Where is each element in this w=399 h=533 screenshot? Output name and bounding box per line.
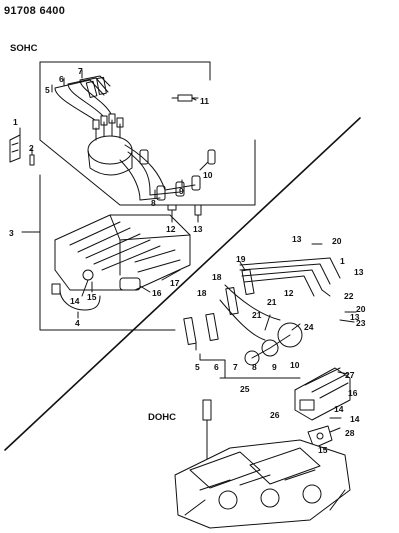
callout-19: 19	[236, 254, 246, 264]
sohc-bracket-1	[9, 134, 21, 163]
dohc-sensor	[307, 425, 333, 449]
callout-4: 4	[75, 318, 80, 328]
sensor-connector	[51, 283, 61, 295]
callout-10-dohc: 10	[290, 360, 300, 370]
callout-2: 2	[29, 143, 34, 153]
leader-22	[321, 289, 331, 297]
sohc-frame-top	[39, 61, 211, 81]
callout-28: 28	[345, 428, 355, 438]
leader-5-6-bracket	[199, 353, 226, 379]
callout-20-dohc-b: 20	[356, 304, 366, 314]
sensor-wire	[59, 289, 101, 311]
callout-16: 16	[152, 288, 162, 298]
callout-5-dohc: 5	[195, 362, 200, 372]
clip-13-sohc	[194, 204, 202, 216]
sohc-plug-wires	[54, 75, 216, 201]
callout-13-dohc-a: 13	[292, 234, 302, 244]
callout-21: 21	[252, 310, 262, 320]
callout-1: 1	[13, 117, 18, 127]
callout-26: 26	[270, 410, 280, 420]
callout-17: 17	[170, 278, 180, 288]
callout-16-dohc: 16	[348, 388, 358, 398]
callout-8-dohc: 8	[252, 362, 257, 372]
callout-20-dohc-a: 20	[332, 236, 342, 246]
leader-10	[199, 161, 209, 171]
dohc-engine	[174, 439, 351, 529]
callout-7-dohc: 7	[233, 362, 238, 372]
leader-17	[161, 269, 181, 281]
leader-16	[139, 285, 151, 293]
callout-5: 5	[45, 85, 50, 95]
sohc-spark-plug	[171, 94, 199, 102]
callout-15-dohc: 15	[318, 445, 328, 455]
callout-22: 22	[344, 291, 354, 301]
intake-frame	[39, 174, 176, 331]
dohc-spark-plug	[202, 399, 212, 461]
callout-9-dohc: 9	[272, 362, 277, 372]
leader-19	[239, 261, 246, 271]
section-label-sohc: SOHC	[10, 43, 38, 54]
leader-21	[264, 314, 271, 331]
callout-3: 3	[9, 228, 14, 238]
callout-23: 23	[356, 318, 366, 328]
dohc-plug-wires	[219, 257, 341, 341]
leader-28	[329, 427, 341, 433]
callout-9: 9	[179, 186, 184, 196]
callout-27: 27	[345, 370, 355, 380]
callout-12-dohc: 12	[284, 288, 294, 298]
callout-7: 7	[78, 66, 83, 76]
section-label-dohc: DOHC	[148, 412, 176, 423]
intake-manifold	[54, 214, 191, 291]
callout-8: 8	[151, 198, 156, 208]
callout-13: 13	[193, 224, 203, 234]
section-divider	[4, 117, 361, 451]
leader-24	[291, 323, 301, 331]
callout-10: 10	[203, 170, 213, 180]
sohc-frame-side	[39, 61, 256, 206]
diagram-code: 91708 6400	[4, 5, 66, 17]
leader-23	[339, 319, 355, 323]
callout-1-dohc: 1	[340, 256, 345, 266]
callout-13-dohc-b: 13	[354, 267, 364, 277]
callout-13-dohc-c: 13	[350, 312, 360, 322]
callout-14-dohc-b: 14	[350, 414, 360, 424]
leader-11	[191, 97, 197, 101]
sohc-distributor	[87, 113, 133, 176]
sohc-bolt-2	[29, 154, 35, 166]
callout-18-top: 18	[212, 272, 222, 282]
clip-12-sohc	[167, 204, 177, 211]
callout-21-top: 21	[267, 297, 277, 307]
dohc-distributor	[244, 322, 303, 366]
callout-15: 15	[87, 292, 97, 302]
callout-6: 6	[59, 74, 64, 84]
callout-12: 12	[166, 224, 176, 234]
dohc-plug-boots	[183, 268, 255, 345]
callout-18: 18	[197, 288, 207, 298]
leader-27	[337, 371, 349, 375]
leader-14	[81, 279, 89, 297]
callout-14: 14	[70, 296, 80, 306]
callout-6-dohc: 6	[214, 362, 219, 372]
callout-11: 11	[200, 96, 209, 106]
callout-14-dohc-a: 14	[334, 404, 344, 414]
callout-24: 24	[304, 322, 314, 332]
callout-25: 25	[240, 384, 250, 394]
dohc-coil-pack	[294, 367, 351, 421]
